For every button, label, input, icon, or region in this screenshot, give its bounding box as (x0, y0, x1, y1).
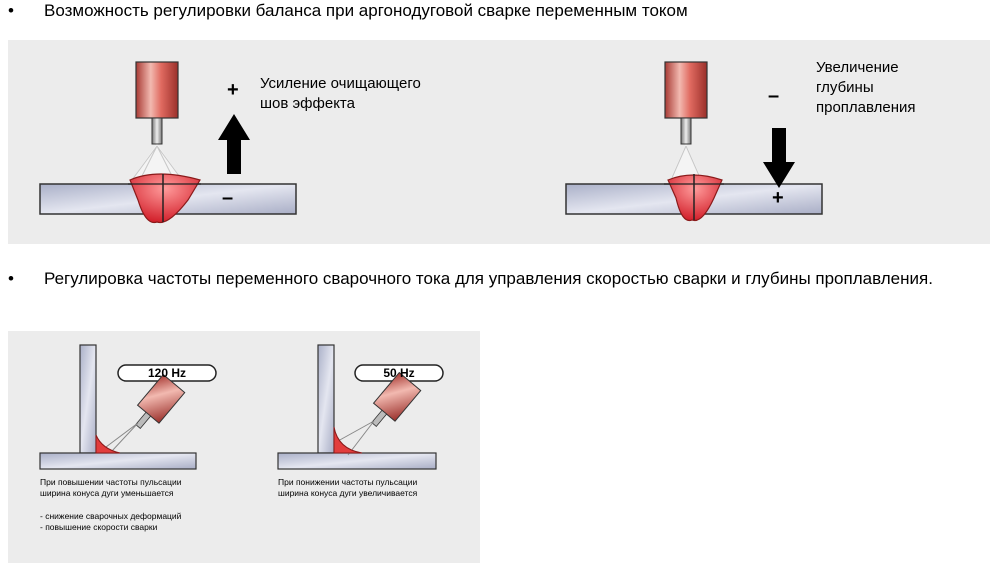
arc-cone-left (130, 144, 184, 182)
freq-label-50: 50 Hz (383, 366, 415, 380)
bullet-frequency-text: Регулировка частоты переменного сварочно… (44, 269, 933, 288)
freq-left-caption-2: ширина конуса дуги уменьшается (40, 488, 174, 498)
balance-left-label-2: шов эффекта (260, 95, 355, 112)
balance-right-sign-top: – (768, 85, 780, 107)
freq-left-caption-1: При повышении частоты пульсации (40, 477, 182, 487)
electrode-right (680, 117, 692, 145)
weld-120 (95, 434, 121, 454)
frequency-diagram-panel: 120 Hz 50 Hz При повышении частоты пульс… (8, 331, 480, 563)
freq-left-caption-3: - снижение сварочных деформаций (40, 511, 182, 521)
weld-pool-right (667, 174, 723, 222)
balance-diagram-panel: Усиление очищающего шов эффекта + – Увел… (8, 40, 990, 244)
freq-left-caption-4: - повышение скорости сварки (40, 522, 158, 532)
vertical-plate-left (79, 344, 97, 454)
base-plate-left (39, 452, 197, 470)
balance-diagram (39, 61, 823, 224)
balance-right-label-2: глубины (816, 79, 874, 96)
bullet-dot: • (8, 269, 14, 288)
freq-right-caption-2: ширина конуса дуги увеличивается (278, 488, 418, 498)
weld-50 (333, 426, 363, 454)
balance-right-sign-bottom: + (772, 187, 784, 209)
weld-pool-left (129, 173, 201, 224)
base-plate-right (277, 452, 437, 470)
arc-cone-right (669, 144, 703, 182)
balance-left-label-1: Усиление очищающего (260, 75, 421, 92)
vertical-plate-right (317, 344, 335, 454)
bullet-balance-text: Возможность регулировки баланса при арго… (44, 1, 688, 20)
torch-50-icon (371, 371, 422, 427)
torch-120-icon (135, 373, 186, 429)
torch-right (664, 61, 708, 119)
arrow-up-icon (218, 114, 250, 174)
freq-label-120: 120 Hz (147, 366, 187, 380)
electrode-left (151, 117, 163, 145)
freq-right-caption-1: При понижении частоты пульсации (278, 477, 418, 487)
bullet-frequency: • Регулировка частоты переменного свароч… (8, 268, 988, 314)
bullet-dot: • (8, 1, 14, 20)
balance-right-label-1: Увеличение (816, 59, 899, 76)
torch-left (135, 61, 179, 119)
bullet-balance: • Возможность регулировки баланса при ар… (8, 0, 978, 24)
balance-right-label-3: проплавления (816, 99, 916, 116)
balance-left-sign-bottom: – (222, 187, 234, 209)
frequency-diagram (39, 344, 444, 470)
balance-left-sign-top: + (227, 79, 239, 101)
arrow-down-icon (763, 128, 795, 188)
